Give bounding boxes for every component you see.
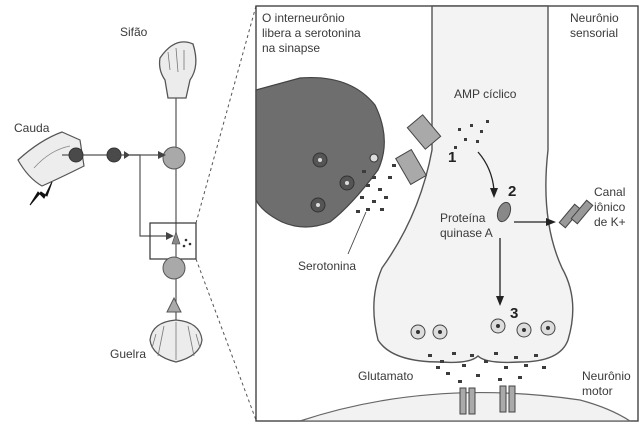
sifao-label: Sifão (120, 25, 148, 39)
channel-label-2: iônico (594, 200, 626, 214)
interneuron-label-2: libera a serotonina (262, 26, 361, 40)
siphon-sensory-neuron (163, 147, 185, 169)
zoom-panel: O interneurônio libera a serotonina na s… (256, 6, 638, 421)
interneuron-label-3: na sinapse (262, 41, 320, 55)
zoom-line-bottom (196, 259, 256, 420)
gill-shape (150, 320, 202, 362)
interneuron-label-1: O interneurônio (262, 11, 345, 25)
channel-label-3: de K+ (594, 215, 626, 229)
guelra-label: Guelra (110, 347, 146, 361)
zoom-line-top (196, 6, 256, 223)
tail-sensory-neuron (69, 148, 83, 162)
interneuron-small (107, 148, 121, 162)
serotonin-label: Serotonina (298, 259, 356, 273)
overview-circuit: Sifão Cauda Guelra (14, 6, 256, 420)
motor-neuron (163, 257, 185, 279)
pka-label-1: Proteína (440, 211, 486, 225)
sensory-label-2: sensorial (570, 26, 618, 40)
cauda-label: Cauda (14, 121, 50, 135)
motor-label-1: Neurônio (582, 369, 631, 383)
camp-label: AMP cíclico (454, 87, 517, 101)
glutamate-label: Glutamato (358, 369, 414, 383)
motor-label-2: motor (582, 384, 613, 398)
step-2: 2 (508, 183, 516, 200)
pka-label-2: quinase A (440, 226, 493, 240)
step-1: 1 (448, 149, 456, 166)
sensory-label-1: Neurônio (570, 11, 619, 25)
step-3: 3 (510, 305, 518, 322)
channel-label-1: Canal (594, 185, 625, 199)
